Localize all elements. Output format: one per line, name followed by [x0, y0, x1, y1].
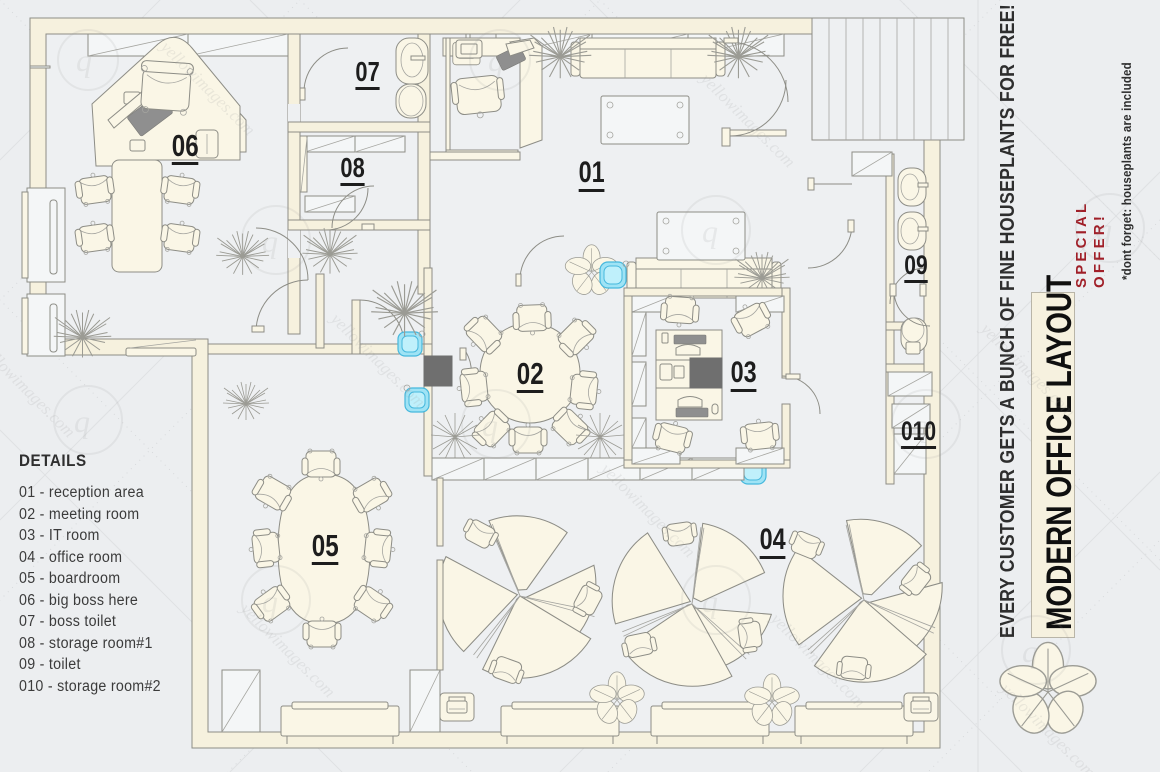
tagline-text: EVERY CUSTOMER GETS A BUNCH OF FINE HOUS… — [996, 3, 1019, 638]
legend-details: DETAILS 01 - reception area 02 - meeting… — [19, 452, 229, 697]
legend-row-05: 05 - boardroom — [19, 568, 212, 590]
legend-row-08: 08 - storage room#1 — [19, 633, 212, 655]
legend-num-06: 06 — [19, 591, 36, 609]
page-title: MODERN OFFICE LAYOUT — [1040, 274, 1079, 630]
legend-row-07: 07 - boss toilet — [19, 611, 212, 633]
legend-label-03: - IT room — [39, 527, 100, 544]
legend-row-02: 02 - meeting room — [19, 504, 212, 526]
legend-num-010: 010 — [19, 677, 44, 695]
offer-line-1: SPECIAL — [1073, 200, 1090, 288]
room-05-boardroom — [246, 280, 444, 671]
room-03-it — [623, 287, 821, 469]
legend-num-04: 04 — [19, 548, 36, 566]
legend-row-06: 06 - big boss here — [19, 590, 212, 612]
room-label-03: 03 — [730, 358, 757, 392]
legend-num-03: 03 — [19, 527, 36, 544]
legend-label-04: - office room — [39, 548, 123, 566]
rooms-09-010 — [807, 151, 933, 485]
room-label-09: 09 — [904, 252, 928, 283]
rooms-07-08 — [287, 33, 431, 335]
legend-row-03: 03 - IT room — [19, 525, 212, 547]
room-06-bigboss — [53, 37, 270, 421]
room-label-01: 01 — [578, 158, 605, 192]
room-label-08: 08 — [340, 154, 365, 186]
title-box — [1031, 292, 1075, 638]
room-label-04: 04 — [759, 525, 786, 559]
legend-row-01: 01 - reception area — [19, 482, 212, 504]
room-label-07: 07 — [355, 58, 380, 90]
legend-row-04: 04 - office room — [19, 547, 212, 569]
legend-label-07: - boss toilet — [39, 613, 117, 630]
footnote-text: *dont forget: houseplants are included — [1120, 62, 1134, 280]
legend-row-010: 010 - storage room#2 — [19, 676, 212, 698]
legend-num-07: 07 — [19, 613, 36, 630]
legend-num-05: 05 — [19, 570, 36, 587]
legend-label-05: - boardroom — [39, 570, 121, 587]
legend-label-06: - big boss here — [39, 591, 139, 609]
legend-label-08: - storage room#1 — [39, 634, 153, 652]
legend-num-09: 09 — [19, 656, 36, 673]
legend-num-01: 01 — [19, 484, 36, 501]
legend-num-02: 02 — [19, 505, 36, 523]
legend-label-02: - meeting room — [39, 505, 140, 523]
legend-label-010: - storage room#2 — [47, 677, 161, 695]
legend-label-09: - toilet — [39, 656, 81, 673]
special-offer-ribbon: SPECIAL OFFER! — [1048, 103, 1108, 319]
room-label-02: 02 — [516, 356, 544, 393]
legend-row-09: 09 - toilet — [19, 654, 212, 676]
room-01-reception — [429, 26, 791, 299]
room-02-meeting — [430, 301, 745, 481]
room-label-05: 05 — [311, 528, 339, 565]
legend-heading: DETAILS — [19, 452, 87, 470]
legend-label-01: - reception area — [39, 484, 144, 501]
room-label-010: 010 — [900, 418, 937, 449]
room-label-06: 06 — [171, 128, 199, 165]
offer-line-2: OFFER! — [1091, 212, 1108, 288]
legend-num-08: 08 — [19, 634, 36, 652]
